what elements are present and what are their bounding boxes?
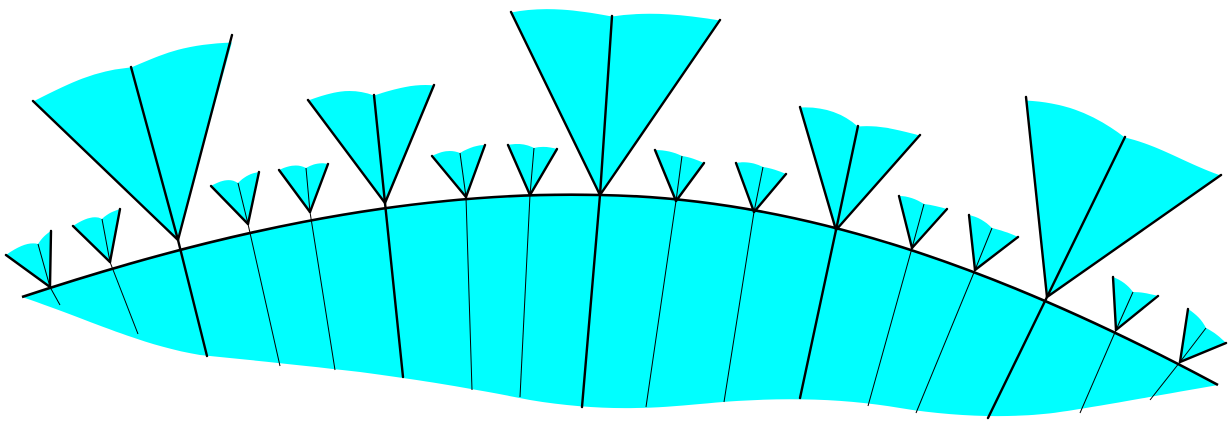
fan-large [1026, 97, 1221, 297]
fan-small [6, 231, 51, 287]
fan-large [308, 85, 434, 203]
fan-wedge [1026, 100, 1221, 297]
fan-small [1113, 277, 1158, 330]
fan-small [1180, 309, 1226, 362]
fan-line [50, 231, 51, 287]
fan-wedge [211, 172, 259, 224]
fan-small [969, 215, 1018, 270]
fan-small [211, 172, 259, 224]
fan-wedge [73, 209, 120, 262]
fan-small [655, 150, 704, 201]
fan-small [899, 196, 947, 248]
fan-small [736, 162, 786, 212]
fan-small [73, 209, 120, 262]
fan-small [432, 145, 485, 197]
fan-small [279, 163, 328, 212]
fan-large [33, 35, 232, 240]
fan-small [508, 144, 557, 195]
